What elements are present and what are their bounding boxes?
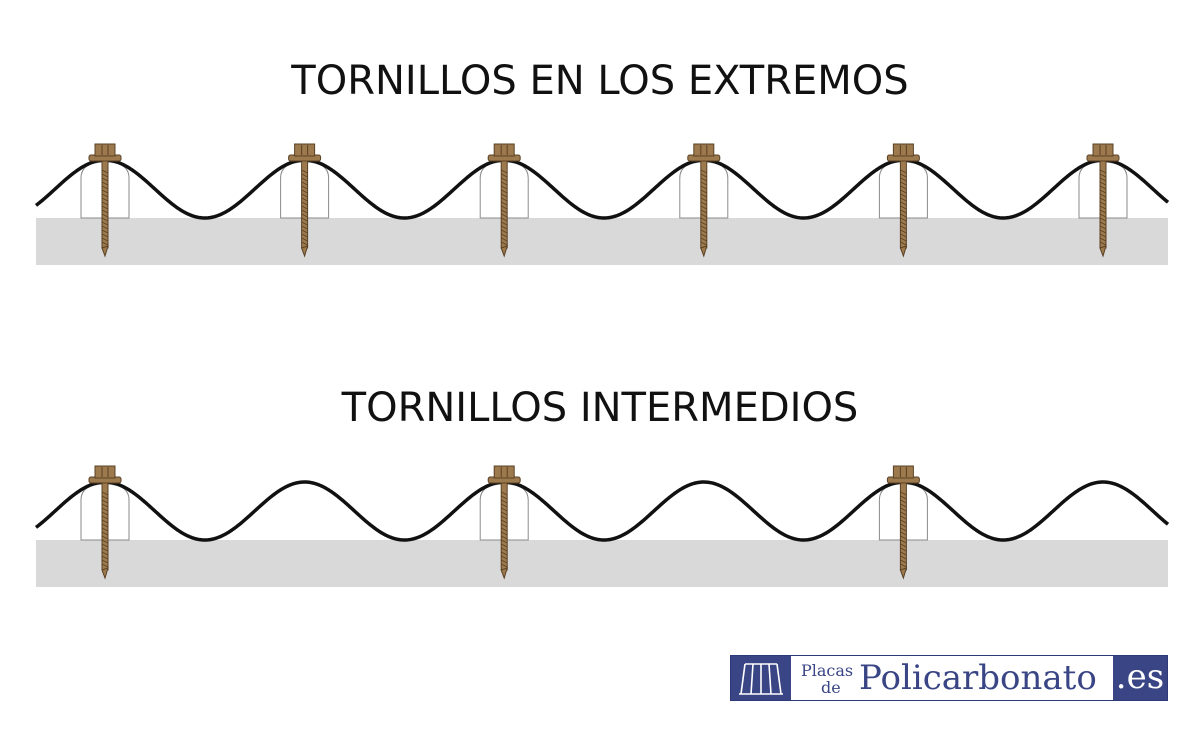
screw-5 (886, 465, 920, 580)
screw-1 (88, 143, 122, 258)
diagram-intermediate-screws (34, 465, 1170, 587)
screw-1 (88, 465, 122, 580)
corrugated-sheet (34, 158, 1170, 220)
logo-tld: .es (1113, 656, 1167, 700)
screw-3 (487, 143, 521, 258)
support-beam (36, 218, 1168, 265)
support-beam (36, 540, 1168, 587)
screw-3 (487, 465, 521, 580)
diagram-screws-at-ends (34, 143, 1170, 265)
logo-brand: Policarbonato (859, 658, 1097, 698)
screw-2 (288, 143, 322, 258)
title-screws-at-ends: TORNILLOS EN LOS EXTREMOS (291, 58, 909, 104)
logo-placas: Placas (801, 661, 854, 680)
screw-4 (687, 143, 721, 258)
corrugated-sheet (34, 480, 1170, 542)
logo-de: de (821, 678, 841, 697)
roof-sheets-icon (731, 656, 791, 700)
brand-logo[interactable]: Placas de Policarbonato .es (730, 655, 1168, 701)
screw-6 (1086, 143, 1120, 258)
screw-5 (886, 143, 920, 258)
title-intermediate-screws: TORNILLOS INTERMEDIOS (341, 385, 859, 431)
